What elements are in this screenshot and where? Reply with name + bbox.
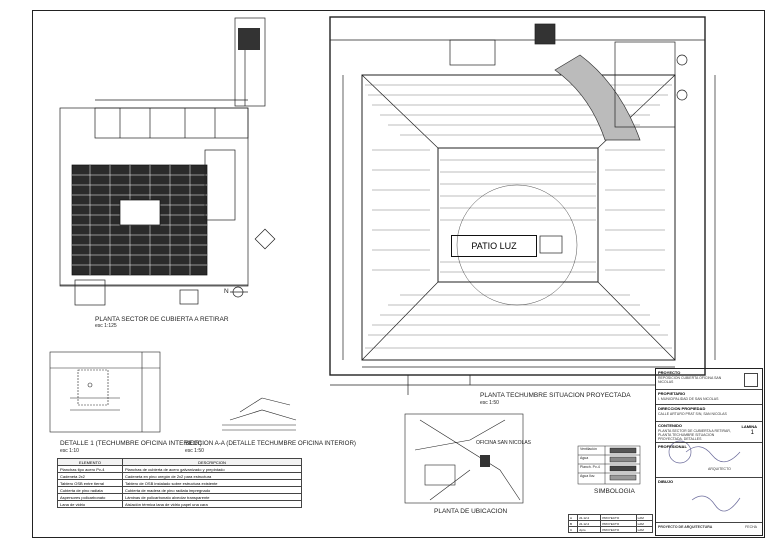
plant-roof-drawing xyxy=(329,16,716,395)
legend-cell: Aspersores policarbonato xyxy=(57,493,123,501)
plant-roof-title: PLANTA TECHUMBRE SITUACION PROYECTADA xyxy=(480,392,631,399)
legend-cell: Tablero de OSB instalado sobre estructur… xyxy=(122,479,302,487)
legend-cell: Cubierta de pino radiata xyxy=(57,486,123,494)
legend-cell: Planchas de cubierta de acero galvanizad… xyxy=(122,465,302,473)
tb-owner: PROPIETARIO I. MUNICIPALIDAD DE SAN NICO… xyxy=(656,390,762,405)
plant-roof-scale: esc 1:50 xyxy=(480,400,499,406)
location-site-label: OFICINA SAN NICOLAS xyxy=(476,440,532,446)
legend-cell: Lana de vidrio xyxy=(57,500,123,508)
north-label: N xyxy=(224,288,229,295)
revision-cell: Apro xyxy=(577,526,602,533)
legend-header-row: ELEMENTO DESCRIPCION xyxy=(57,458,302,466)
tb-sheet-no: 1 xyxy=(750,430,754,436)
sheet-frame xyxy=(32,10,765,538)
legend-cell: Planchas tipo acero Pv-4 xyxy=(57,465,123,473)
tb-project-kind-value: PROYECTO DE ARQUITECTURA xyxy=(658,525,713,529)
tb-date-label: FECHA xyxy=(745,525,757,529)
section-aa-title: SECCION A-A (DETALLE TECHUMBRE OFICINA I… xyxy=(185,440,356,447)
plant-sector-title: PLANTA SECTOR DE CUBIERTA A RETIRAR xyxy=(95,316,229,323)
tb-address-value: CALLE ARTURO PRAT S/N, SAN NICOLAS xyxy=(658,412,727,416)
tb-address-head: DIRECCION PROPIEDAD xyxy=(658,406,706,411)
patio-luz-label: PATIO LUZ xyxy=(451,235,537,257)
legend-header-element: ELEMENTO xyxy=(57,458,123,466)
simbologia-title: SIMBOLOGIA xyxy=(594,488,635,495)
section-aa-scale: esc 1:50 xyxy=(185,448,204,454)
location-plan-drawing xyxy=(404,413,524,504)
tb-sheet-head: LAMINA xyxy=(741,424,757,429)
simbologia-row: Agua lluv. xyxy=(580,474,596,478)
section-aa-drawing xyxy=(222,397,297,431)
detail-1-scale: esc 1:10 xyxy=(60,448,79,454)
revision-cell: C xyxy=(567,526,579,533)
tb-profesional: PROFESIONAL ARQUITECTO xyxy=(656,443,762,478)
legend-cell: Cadeneta en pino oregón de 2x2 para estr… xyxy=(122,472,302,480)
legend-cell: Láminas de policarbonato alveolar transp… xyxy=(122,493,302,501)
tb-project-kind: PROYECTO DE ARQUITECTURA FECHA xyxy=(656,523,762,541)
tb-content-value: PLANTA SECTOR DE CUBIERTA A RETIRAR, PLA… xyxy=(658,429,731,441)
tb-content-head: CONTENIDO xyxy=(658,423,682,428)
tb-project-head: PROYECTO xyxy=(658,370,681,375)
simbologia-row: Planch. Pv-4 xyxy=(580,465,600,469)
tb-drawing-head: DIBUJO xyxy=(658,479,674,484)
tb-content: CONTENIDO PLANTA SECTOR DE CUBIERTA A RE… xyxy=(656,422,762,443)
tb-owner-value: I. MUNICIPALIDAD DE SAN NICOLAS xyxy=(658,397,719,401)
tb-drawing: DIBUJO xyxy=(656,478,762,523)
legend-table: ELEMENTO DESCRIPCION Planchas tipo acero… xyxy=(57,458,302,508)
legend-cell: Cadeneta 2x2 xyxy=(57,472,123,480)
plant-sector-drawing xyxy=(59,17,276,306)
legend-header-description: DESCRIPCION xyxy=(122,458,302,466)
legend-cell: Aislación térmica lana de vidrio papel u… xyxy=(122,500,302,508)
title-block: PROYECTO REPOSICION CUBIERTA OFICINA SAN… xyxy=(655,368,763,536)
simbologia-drawing xyxy=(577,445,641,485)
tb-address: DIRECCION PROPIEDAD CALLE ARTURO PRAT S/… xyxy=(656,405,762,422)
tb-project: PROYECTO REPOSICION CUBIERTA OFICINA SAN… xyxy=(656,369,762,390)
tb-project-value: REPOSICION CUBIERTA OFICINA SAN NICOLAS xyxy=(658,376,722,384)
municipal-logo-icon xyxy=(744,373,758,387)
plant-sector-scale: esc 1:125 xyxy=(95,323,117,329)
tb-owner-head: PROPIETARIO xyxy=(658,391,686,396)
legend-cell: Tablero OSB entre tierral xyxy=(57,479,123,487)
detail-1-title: DETALLE 1 (TECHUMBRE OFICINA INTERIOR) xyxy=(60,440,202,447)
detail-1-drawing xyxy=(49,351,161,433)
revision-cell: PROYECTO xyxy=(600,526,637,533)
tb-profesional-value: ARQUITECTO xyxy=(708,467,731,471)
legend-cell: Cubierta de madera de pino radiata impre… xyxy=(122,486,302,494)
tb-profesional-head: PROFESIONAL xyxy=(658,444,687,449)
simbologia-row: Agua xyxy=(580,456,589,460)
location-plan-title: PLANTA DE UBICACION xyxy=(434,508,508,515)
revision-cell: LAM xyxy=(635,526,654,533)
simbologia-row: Ventilación xyxy=(580,447,597,451)
signature-stamp xyxy=(668,440,741,512)
